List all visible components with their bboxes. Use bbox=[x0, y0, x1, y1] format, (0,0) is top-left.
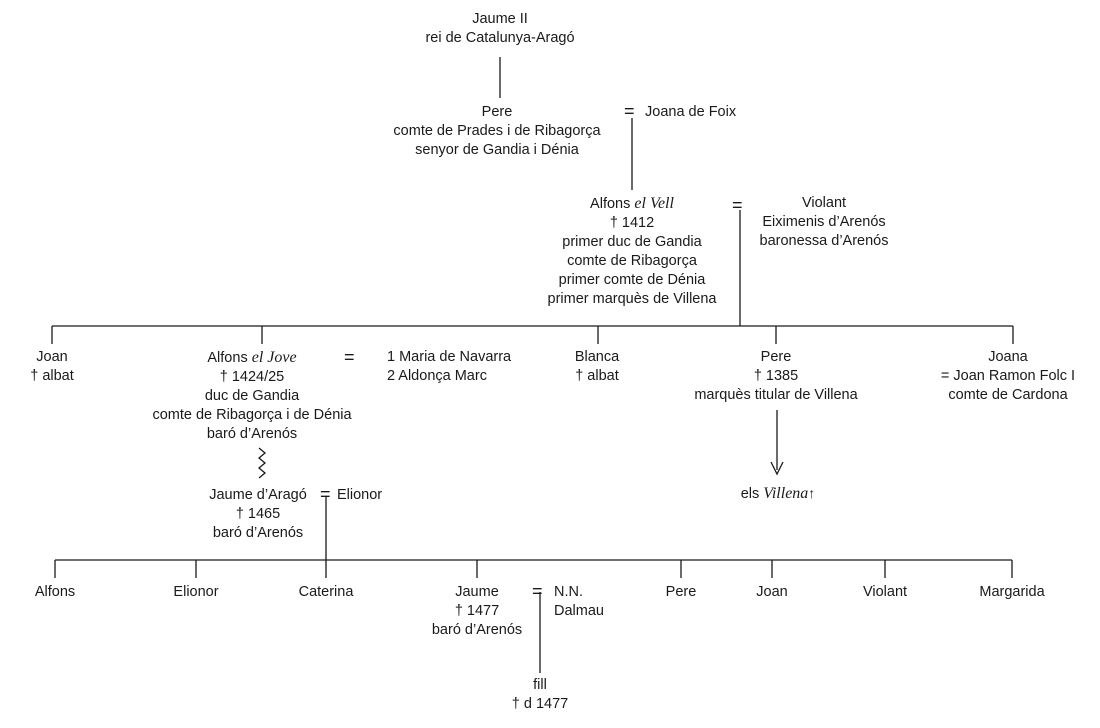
node-blanca: Blanca † albat bbox=[575, 348, 619, 386]
fill-name: fill bbox=[533, 677, 547, 693]
alfons-vell-title-3: primer comte de Dénia bbox=[558, 272, 706, 288]
alfons-jove-title-1: duc de Gandia bbox=[204, 388, 300, 404]
gc-jaume-spouse-1: N.N. bbox=[554, 584, 583, 600]
pere-prades-name: Pere bbox=[481, 104, 513, 120]
arrow-up-icon: ↑ bbox=[808, 485, 816, 501]
blanca-name: Blanca bbox=[574, 349, 620, 365]
arrow-down-villena bbox=[770, 461, 784, 476]
alfons-jove-title-3: baró d’Arenós bbox=[206, 426, 298, 442]
node-gc-jaume: Jaume † 1477 baró d’Arenós bbox=[432, 583, 522, 640]
gc-pere-name: Pere bbox=[665, 584, 697, 600]
node-alfons-jove: Alfons el Jove † 1424/25 duc de Gandia c… bbox=[152, 348, 351, 444]
marriage-sign-gc-jaume: = bbox=[532, 581, 543, 601]
node-jaume-arago: Jaume d’Aragó † 1465 baró d’Arenós bbox=[209, 486, 307, 543]
node-gc-alfons: Alfons bbox=[35, 583, 75, 602]
violant-title: baronessa d’Arenós bbox=[759, 233, 889, 249]
alfons-jove-death: † 1424/25 bbox=[219, 369, 285, 385]
elionor-spouse-name: Elionor bbox=[337, 487, 383, 503]
spouse-aldonca-marc: 2 Aldonça Marc bbox=[387, 368, 487, 384]
node-jaume-ii: Jaume II rei de Catalunya-Aragó bbox=[425, 10, 574, 48]
gc-jaume-name: Jaume bbox=[455, 584, 499, 600]
joan-name: Joan bbox=[36, 349, 68, 365]
violant-name: Violant bbox=[801, 195, 847, 211]
gc-elionor-name: Elionor bbox=[173, 584, 219, 600]
gc-joan-name: Joan bbox=[756, 584, 788, 600]
alfons-jove-epithet: el Jove bbox=[251, 349, 297, 366]
node-pere-prades: Pere comte de Prades i de Ribagorça seny… bbox=[393, 103, 600, 160]
joan-note: † albat bbox=[30, 368, 74, 384]
fill-death: † d 1477 bbox=[511, 696, 569, 712]
joana-spouse-title: comte de Cardona bbox=[948, 387, 1068, 403]
node-gc-joan: Joan bbox=[756, 583, 787, 602]
gc-alfons-name: Alfons bbox=[34, 584, 76, 600]
node-violant: Violant Eiximenis d’Arenós baronessa d’A… bbox=[760, 194, 889, 251]
gc-jaume-title: baró d’Arenós bbox=[431, 622, 523, 638]
gc-violant-name: Violant bbox=[862, 584, 908, 600]
marriage-sign-jaume-arago: = bbox=[320, 484, 331, 504]
jaume-arago-name: Jaume d’Aragó bbox=[209, 487, 307, 503]
alfons-vell-death: † 1412 bbox=[609, 215, 655, 231]
alfons-vell-title-1: primer duc de Gandia bbox=[562, 234, 702, 250]
violant-family: Eiximenis d’Arenós bbox=[762, 214, 886, 230]
node-pere-villena: Pere † 1385 marquès titular de Villena bbox=[694, 348, 857, 405]
jaume-arago-title: baró d’Arenós bbox=[212, 525, 304, 541]
blanca-note: † albat bbox=[575, 368, 619, 384]
node-gc-elionor: Elionor bbox=[173, 583, 218, 602]
marriage-sign-pere: = bbox=[624, 101, 635, 121]
els-villena-line: els Villena↑ bbox=[741, 484, 816, 504]
node-gc-pere: Pere bbox=[666, 583, 697, 602]
alfons-vell-name: Alfons bbox=[590, 196, 631, 212]
node-gc-margarida: Margarida bbox=[979, 583, 1044, 602]
joana-foix-name: Joana de Foix bbox=[645, 104, 737, 120]
node-alfons-jove-spouses: 1 Maria de Navarra 2 Aldonça Marc bbox=[387, 348, 511, 386]
gc-margarida-name: Margarida bbox=[979, 584, 1045, 600]
alfons-vell-title-2: comte de Ribagorça bbox=[567, 253, 697, 269]
gc-jaume-death: † 1477 bbox=[454, 603, 500, 619]
node-gc-caterina: Caterina bbox=[299, 583, 354, 602]
els-villena-prefix: els bbox=[740, 486, 760, 502]
node-joana: Joana = Joan Ramon Folc I comte de Cardo… bbox=[941, 348, 1075, 405]
node-joan: Joan † albat bbox=[30, 348, 74, 386]
els-villena-name: Villena bbox=[763, 485, 809, 502]
jaume-arago-death: † 1465 bbox=[235, 506, 281, 522]
node-joana-foix: Joana de Foix bbox=[645, 103, 736, 122]
pere-prades-title-1: comte de Prades i de Ribagorça bbox=[393, 123, 601, 139]
alfons-jove-name-line: Alfons el Jove bbox=[152, 348, 351, 368]
alfons-vell-epithet: el Vell bbox=[634, 195, 674, 212]
pere-villena-death: † 1385 bbox=[753, 368, 799, 384]
pere-villena-title: marquès titular de Villena bbox=[694, 387, 858, 403]
spouse-maria-navarra: 1 Maria de Navarra bbox=[387, 349, 512, 365]
joana-name: Joana bbox=[988, 349, 1028, 365]
joana-spouse: = Joan Ramon Folc I bbox=[940, 368, 1076, 384]
alfons-jove-name: Alfons bbox=[207, 350, 248, 366]
node-alfons-vell: Alfons el Vell † 1412 primer duc de Gand… bbox=[548, 194, 717, 309]
jaume-ii-title: rei de Catalunya-Aragó bbox=[425, 30, 575, 46]
pere-prades-title-2: senyor de Gandia i Dénia bbox=[415, 142, 579, 158]
marriage-sign-alfons-vell: = bbox=[732, 195, 743, 215]
node-gc-jaume-spouse: N.N. Dalmau bbox=[554, 583, 604, 621]
node-fill: fill † d 1477 bbox=[512, 676, 568, 714]
pere-villena-name: Pere bbox=[760, 349, 792, 365]
illegitimate-zigzag bbox=[257, 447, 267, 479]
marriage-sign-alfons-jove: = bbox=[344, 347, 355, 367]
node-gc-violant: Violant bbox=[863, 583, 907, 602]
gc-caterina-name: Caterina bbox=[298, 584, 354, 600]
gc-jaume-spouse-2: Dalmau bbox=[554, 603, 604, 619]
alfons-vell-name-line: Alfons el Vell bbox=[548, 194, 717, 214]
alfons-vell-title-4: primer marquès de Villena bbox=[547, 291, 717, 307]
node-elionor-spouse: Elionor bbox=[337, 486, 382, 505]
alfons-jove-title-2: comte de Ribagorça i de Dénia bbox=[152, 407, 352, 423]
node-els-villena: els Villena↑ bbox=[741, 484, 816, 504]
jaume-ii-name: Jaume II bbox=[472, 11, 528, 27]
